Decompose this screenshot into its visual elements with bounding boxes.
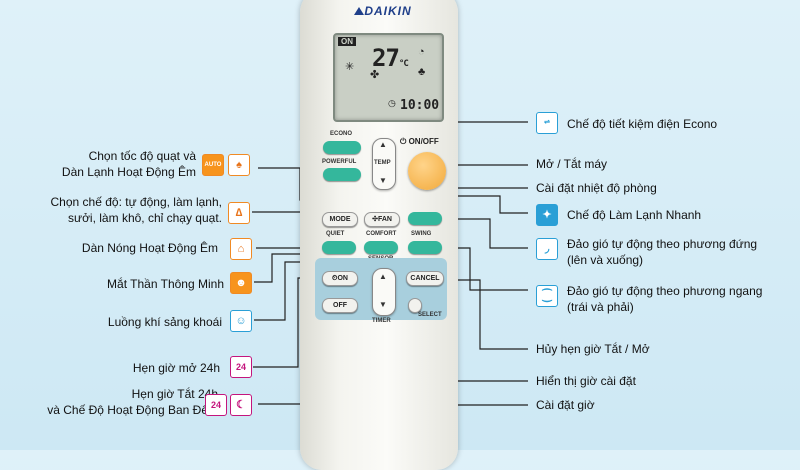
off-timer-button[interactable]: OFF <box>322 298 358 313</box>
label-set-time: Cài đặt giờ <box>536 398 595 412</box>
label-powerful: Chế độ Làm Lạnh Nhanh <box>567 208 702 222</box>
label-display-time: Hiển thị giờ cài đặt <box>536 374 636 388</box>
swing-vertical-icon: ◞ <box>536 238 558 260</box>
label-econo: Chế độ tiết kiệm điện Econo <box>567 117 718 131</box>
intelligent-eye-icon: ☻ <box>230 272 252 294</box>
label-onoff: Mở / Tắt máy <box>536 157 607 171</box>
label-swing-vertical: Đảo gió tự động theo phương đứng(lên và … <box>567 237 758 267</box>
on-timer-24-icon: 24 <box>230 356 252 378</box>
econo-button[interactable] <box>323 141 361 154</box>
powerful-button-label: POWERFUL <box>322 159 357 165</box>
label-sensor: Mắt Thần Thông Minh <box>107 277 224 291</box>
off-timer-24-icon: 24 <box>205 394 227 416</box>
timer-down-icon[interactable]: ▼ <box>379 300 387 309</box>
timer-up-icon[interactable]: ▲ <box>379 272 387 281</box>
daikin-logo-icon <box>354 7 364 15</box>
person-icon: ♣ <box>418 66 426 78</box>
temp-rocker[interactable] <box>372 138 396 190</box>
timer-set-rocker[interactable] <box>372 268 396 316</box>
swing-horizontal-icon: ⁐ <box>536 285 558 307</box>
night-mode-icon: ☾ <box>230 394 252 416</box>
cancel-timer-button[interactable]: CANCEL <box>406 271 444 286</box>
swing-icon: ◔ <box>418 46 425 58</box>
fan-icon: ✤ <box>370 69 380 81</box>
econo-icon: ⇌ <box>536 112 558 134</box>
timer-label: TIMER <box>372 318 391 324</box>
temp-up-icon[interactable]: ▲ <box>379 140 387 149</box>
auto-fan-icon: AUTO <box>202 154 224 176</box>
comfort-button[interactable] <box>364 241 398 254</box>
comfort-label: COMFORT <box>366 231 397 237</box>
powerful-icon: ✦ <box>536 204 558 226</box>
label-comfort: Luồng khí sảng khoái <box>107 315 222 329</box>
label-temp: Cài đặt nhiệt độ phòng <box>536 181 657 195</box>
quiet-outdoor-icon: ⌂ <box>230 238 252 260</box>
label-mode: Chọn chế độ: tự động, làm lạnh,sưởi, làm… <box>50 195 222 225</box>
label-quiet: Dàn Nóng Hoạt Động Êm <box>81 241 218 255</box>
econo-button-label: ECONO <box>330 131 353 137</box>
temp-down-icon[interactable]: ▼ <box>379 176 387 185</box>
select-label: SELECT <box>418 312 442 318</box>
swing-horizontal-button[interactable] <box>408 241 442 254</box>
quiet-fan-icon: ♠ <box>228 154 250 176</box>
quiet-label: QUIET <box>326 231 345 237</box>
powerful-button[interactable] <box>323 168 361 181</box>
label-on-timer: Hẹn giờ mở 24h <box>132 361 220 375</box>
lcd-on-indicator: ON <box>338 37 356 46</box>
clock-icon: ◷ <box>388 98 396 108</box>
select-button[interactable] <box>408 298 422 313</box>
brand-logo: DAIKIN <box>364 4 412 18</box>
mode-drops-icon: ∆ <box>228 202 250 224</box>
fan-button[interactable]: ✣FAN <box>364 212 400 227</box>
label-swing-horizontal: Đảo gió tự động theo phương ngang(trái v… <box>567 284 763 314</box>
quiet-button[interactable] <box>322 241 356 254</box>
snowflake-icon: ✳ <box>345 61 355 73</box>
on-timer-button[interactable]: ⏲ON <box>322 271 358 286</box>
temp-label: TEMP <box>374 160 391 166</box>
onoff-button[interactable] <box>408 152 446 190</box>
onoff-label: ⏻ ON/OFF <box>400 137 439 146</box>
lcd-time: 10:00 <box>400 98 440 113</box>
mode-button[interactable]: MODE <box>322 212 358 227</box>
lcd-temperature: 27°C <box>372 44 409 72</box>
swing-vertical-button[interactable] <box>408 212 442 225</box>
label-cancel: Hủy hẹn giờ Tắt / Mở <box>536 342 650 356</box>
swing-label: SWING <box>411 231 432 237</box>
lcd-screen <box>333 33 444 122</box>
comfort-airflow-icon: ☺ <box>230 310 252 332</box>
